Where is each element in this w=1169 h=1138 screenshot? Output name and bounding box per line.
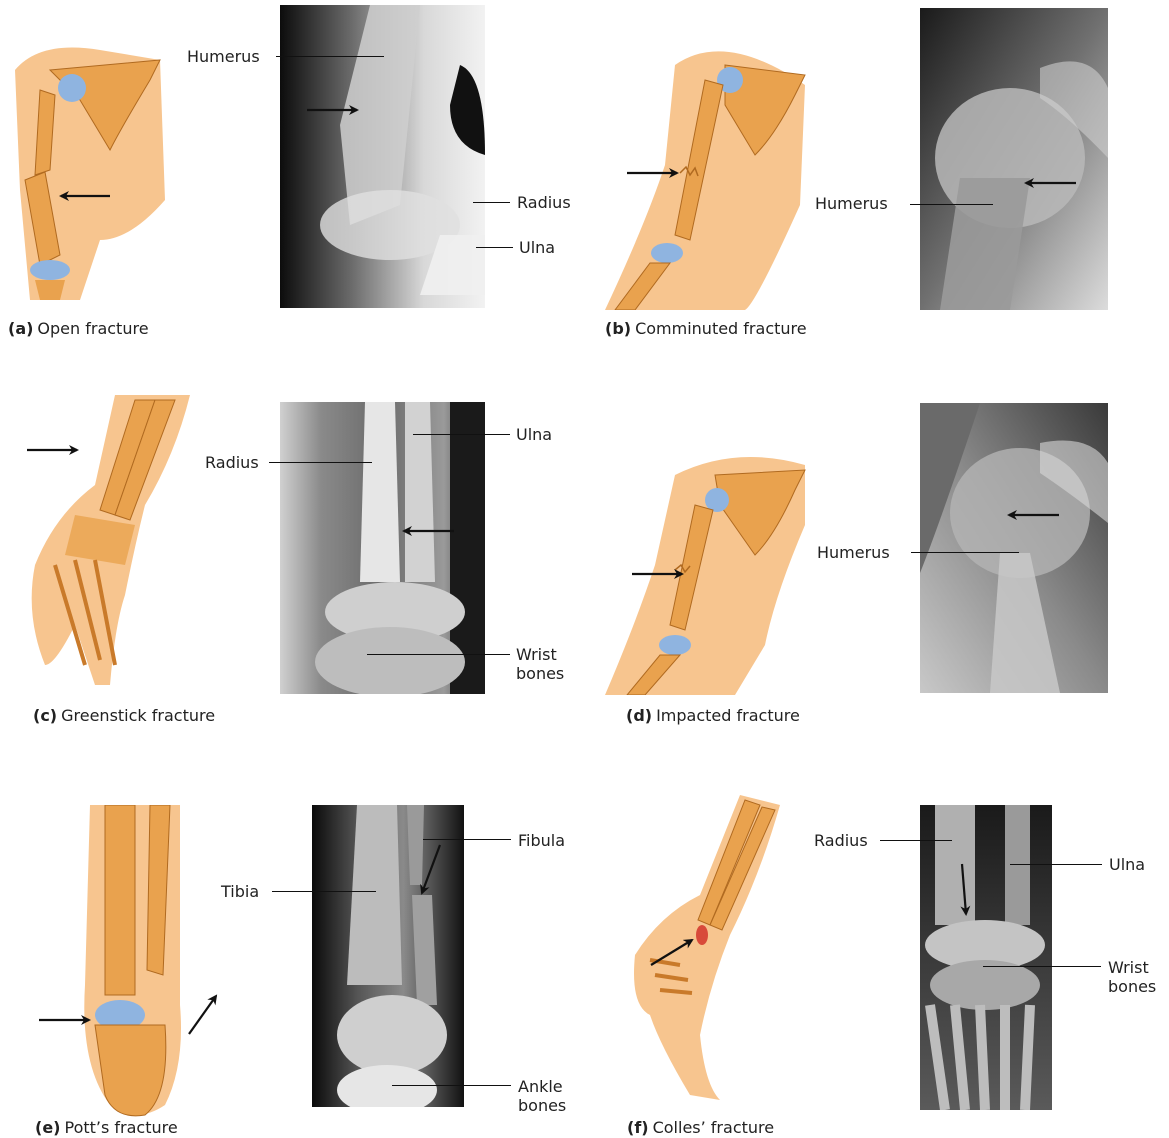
caption-letter: (d) [626, 706, 652, 725]
label-wrist-bones: Wrist bones [1108, 958, 1156, 996]
colles-fracture-xray [920, 805, 1052, 1110]
ankle-line2: bones [518, 1096, 566, 1115]
caption-open-fracture: (a)Open fracture [8, 319, 149, 338]
label-humerus: Humerus [817, 543, 890, 562]
label-tibia: Tibia [221, 882, 259, 901]
label-wrist-bones: Wrist bones [516, 645, 564, 683]
open-fracture-illustration [10, 40, 170, 300]
caption-comminuted-fracture: (b)Comminuted fracture [605, 319, 807, 338]
ulna-leader [413, 434, 510, 435]
label-ulna: Ulna [1109, 855, 1145, 874]
label-humerus: Humerus [815, 194, 888, 213]
humerus-leader [276, 56, 384, 57]
label-ankle-bones: Ankle bones [518, 1077, 566, 1115]
radius-leader [473, 202, 510, 203]
caption-letter: (a) [8, 319, 33, 338]
label-radius: Radius [814, 831, 868, 850]
caption-letter: (b) [605, 319, 631, 338]
label-ulna: Ulna [519, 238, 555, 257]
fibula-leader [423, 839, 511, 840]
xray-arrow [418, 843, 444, 897]
ulna-leader [1010, 864, 1102, 865]
ulna-leader [476, 247, 513, 248]
label-radius: Radius [517, 193, 571, 212]
caption-letter: (f) [627, 1118, 649, 1137]
xray-arrow [956, 862, 972, 918]
caption-text: Pott’s fracture [64, 1118, 177, 1137]
caption-letter: (c) [33, 706, 57, 725]
caption-letter: (e) [35, 1118, 60, 1137]
caption-text: Impacted fracture [656, 706, 800, 725]
caption-text: Greenstick fracture [61, 706, 215, 725]
xray-arrow [1005, 507, 1061, 523]
impacted-fracture-xray [920, 403, 1108, 693]
xray-arrow [305, 102, 361, 118]
comminuted-fracture-xray [920, 8, 1108, 310]
fracture-arrow [25, 442, 81, 458]
fracture-arrow [630, 566, 686, 582]
potts-fracture-illustration [75, 805, 185, 1125]
greenstick-fracture-xray [280, 402, 485, 694]
wrist-line1: Wrist [1108, 958, 1149, 977]
label-fibula: Fibula [518, 831, 565, 850]
label-humerus: Humerus [187, 47, 260, 66]
caption-colles-fracture: (f)Colles’ fracture [627, 1118, 774, 1137]
caption-greenstick-fracture: (c)Greenstick fracture [33, 706, 215, 725]
direction-arrow [186, 990, 222, 1038]
ankle-line1: Ankle [518, 1077, 563, 1096]
humerus-leader [911, 552, 1019, 553]
wrist-line1: Wrist [516, 645, 557, 664]
xray-arrow [1022, 175, 1078, 191]
label-radius: Radius [205, 453, 259, 472]
fracture-arrow [625, 165, 681, 181]
tibia-leader [272, 891, 376, 892]
caption-text: Comminuted fracture [635, 319, 807, 338]
fracture-arrow [37, 1012, 93, 1028]
wrist-line2: bones [516, 664, 564, 683]
wrist-leader [367, 654, 510, 655]
greenstick-fracture-illustration [15, 395, 195, 695]
ankle-leader [392, 1085, 511, 1086]
caption-text: Colles’ fracture [653, 1118, 775, 1137]
radius-leader [269, 462, 372, 463]
caption-potts-fracture: (e)Pott’s fracture [35, 1118, 178, 1137]
xray-arrow [400, 523, 456, 539]
open-fracture-xray [280, 5, 485, 308]
fracture-arrow [648, 935, 698, 969]
fracture-arrow [55, 188, 115, 204]
caption-impacted-fracture: (d)Impacted fracture [626, 706, 800, 725]
caption-text: Open fracture [37, 319, 148, 338]
wrist-line2: bones [1108, 977, 1156, 996]
radius-leader [880, 840, 952, 841]
wrist-leader [983, 966, 1101, 967]
label-ulna: Ulna [516, 425, 552, 444]
humerus-leader [910, 204, 993, 205]
